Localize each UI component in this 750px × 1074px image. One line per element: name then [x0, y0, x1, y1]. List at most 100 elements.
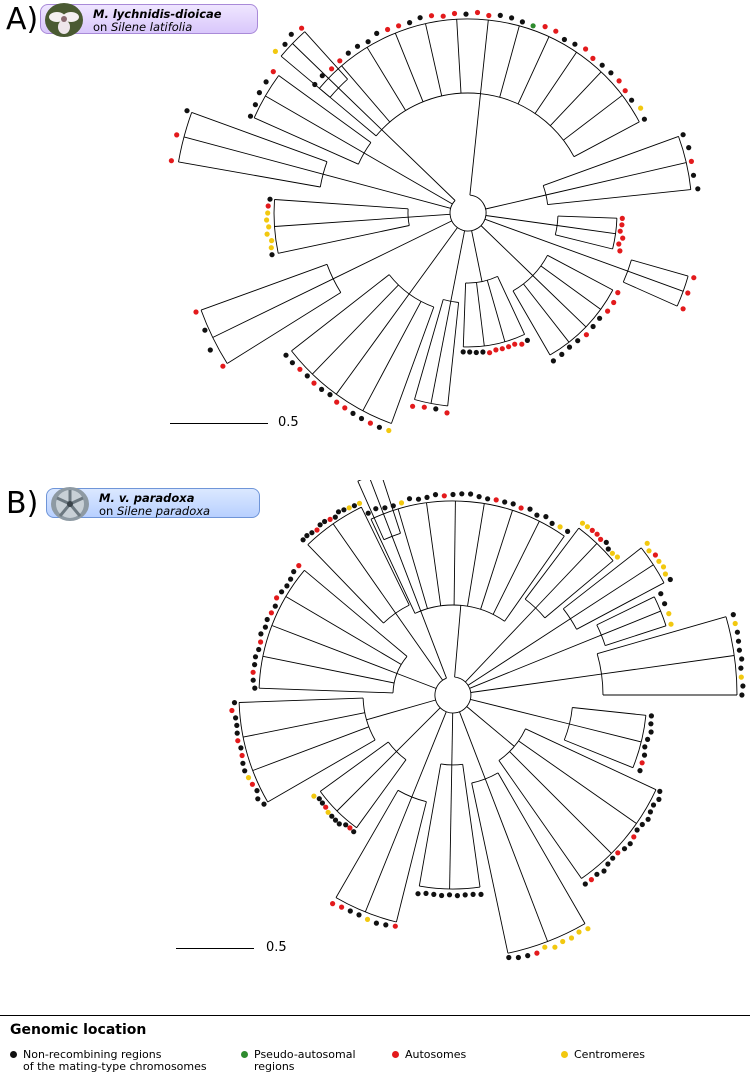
tree-b-tip-dot [730, 612, 736, 618]
tree-b-tip-dot [242, 768, 248, 774]
panel-b-species-badge: M. v. paradoxa on Silene paradoxa [46, 487, 260, 521]
tree-b-tip-dot [325, 809, 331, 815]
tree-b-tip-dot [239, 752, 245, 759]
tree-a-tip-dot [311, 380, 317, 386]
panel-a-host-prefix: on [93, 20, 111, 34]
tree-b-tip-dot [615, 850, 621, 856]
tree-b-tip-dot [657, 788, 663, 794]
tree-b-tip-dot [252, 685, 258, 691]
tree-a-tip-dot [629, 97, 635, 103]
tree-a-tip-dot [474, 9, 481, 16]
tree-b-sub-6-1 [518, 740, 637, 824]
tree-b-tip-dot [351, 829, 357, 835]
tree-b-tip-dot [314, 527, 320, 533]
tree-b-tip-dot [542, 944, 548, 950]
legend-par-line2: regions [254, 1060, 295, 1073]
tree-a-tip-dot [615, 290, 621, 296]
tree-b-stem-12 [396, 673, 437, 689]
tree-b-tip-dot [515, 954, 522, 961]
tree-a-tip-dot [616, 78, 622, 84]
tree-b-tip-dot [662, 601, 668, 607]
tree-b-tiparc-10 [319, 791, 357, 829]
tree-b-tip-dot [274, 595, 280, 601]
tree-b-tip-dot [454, 893, 460, 899]
tree-b-tip-dot [229, 707, 235, 714]
tree-a-tip-dot [688, 158, 695, 164]
tree-b-sub-3-1 [601, 610, 661, 636]
tree-b-tip-dot [470, 891, 476, 897]
tree-a-tip-dot [608, 70, 614, 76]
tree-a-root-ring [449, 194, 487, 232]
tree-a-tip-dot [297, 366, 303, 372]
tree-b-sub-9-1 [364, 796, 413, 913]
tree-a-tip-dot [265, 210, 271, 216]
tree-b-tip-dot [423, 890, 429, 896]
tree-b-stem-14 [391, 536, 447, 679]
tree-a-sub-0-7 [499, 25, 520, 98]
panel-a-tree [168, 9, 701, 434]
tree-a-sub-8-0 [226, 292, 342, 364]
tree-a-tip-dot [421, 404, 427, 410]
tree-b-tip-dot [732, 620, 738, 627]
tree-a-tip-markers [168, 9, 701, 434]
tree-b-tiparc-12 [258, 570, 305, 689]
tree-b-tip-dot [631, 834, 637, 840]
tree-a-tiparc-9 [273, 199, 279, 254]
tree-b-tip-dot [309, 530, 315, 536]
tree-a-tip-dot [247, 113, 254, 119]
panel-a-species-badge: M. lychnidis-dioicae on Silene latifolia [40, 3, 258, 37]
panel-a-species: M. lychnidis-dioicae [93, 7, 222, 21]
tree-b-tip-dot [343, 822, 349, 828]
legend-title: Genomic location [10, 1022, 147, 1038]
tree-b-sub-9-2 [335, 790, 399, 898]
tree-b-tip-dot [609, 550, 616, 556]
tree-a-stem-9 [408, 213, 451, 218]
tree-b-tip-dot [234, 730, 240, 736]
tree-a-tip-dot [289, 360, 295, 366]
tree-a-tip-dot [266, 224, 272, 230]
tree-b-tip-dot [603, 539, 609, 545]
tree-a-tip-dot [304, 373, 310, 379]
tree-b-tip-dot [291, 569, 297, 575]
tree-a-sub-0-12 [573, 121, 640, 158]
tree-a-tiparc-2 [612, 218, 618, 250]
tree-b-sub-8-2 [418, 763, 442, 887]
tree-a-sub-2-2 [555, 234, 613, 250]
tree-a-tip-dot [334, 399, 340, 405]
flower-photo-icon [45, 3, 83, 37]
tree-b-sub-13-2 [360, 507, 410, 606]
tree-a-tip-dot [497, 12, 503, 18]
tree-b-tip-dot [327, 516, 333, 522]
tree-a-sub-4-1 [540, 265, 601, 310]
tree-a-tiparc-4 [549, 289, 614, 356]
tree-a-arc-3 [622, 259, 632, 283]
tree-b-tip-dot [493, 497, 499, 503]
tree-a-sub-0-11 [563, 94, 623, 141]
tree-a-sub-7-2 [335, 293, 410, 395]
tree-a-tip-dot [358, 415, 365, 422]
tree-b-sub-0-3 [453, 500, 456, 606]
tree-b-arc-6 [498, 728, 526, 761]
tree-b-tip-dot [406, 496, 413, 502]
tree-a-tip-dot [583, 46, 589, 52]
tree-b-tip-dot [231, 700, 238, 706]
tree-b-tip-dot [245, 775, 252, 781]
tree-a-tip-dot [509, 15, 515, 21]
tree-a-tip-dot [410, 403, 416, 409]
tree-b-tip-dot [450, 491, 456, 498]
tree-a-tip-dot [283, 352, 289, 358]
tree-a-tip-dot [460, 349, 466, 355]
tree-a-tip-dot [342, 405, 348, 411]
tree-b-sub-12-2 [271, 625, 398, 674]
tree-a-tiparc-8 [200, 309, 228, 364]
tree-a-tip-dot [519, 19, 526, 25]
tree-a-tiparc-6 [414, 399, 448, 407]
tree-b-tip-dot [439, 892, 445, 899]
tree-a-tip-dot [312, 81, 318, 88]
tree-b-tip-dot [373, 506, 379, 512]
tree-b-sub-5-0 [572, 707, 646, 716]
tree-a-tip-dot [327, 392, 333, 398]
tree-a-tip-dot [367, 420, 373, 426]
tree-b-tip-dot [646, 548, 652, 554]
tree-a-sub-12-2 [304, 31, 348, 80]
